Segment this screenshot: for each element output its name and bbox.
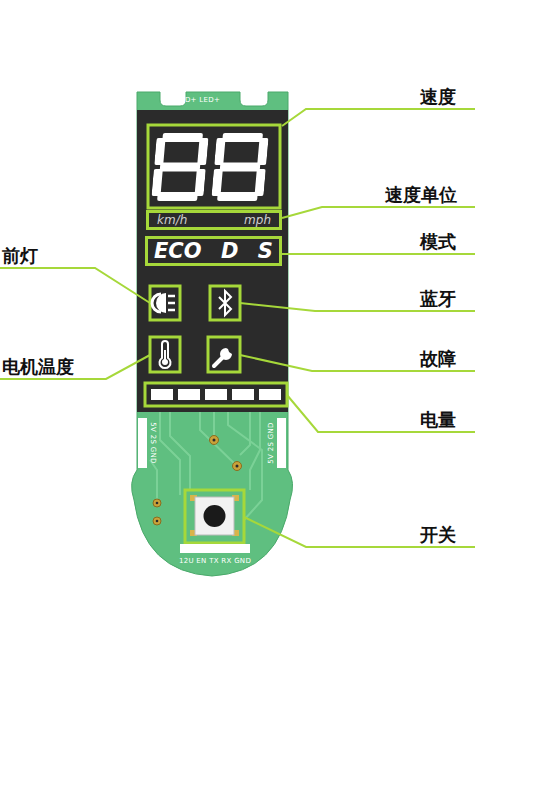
callout-label: 蓝牙 [420, 288, 456, 310]
callout-label: 电机温度 [2, 356, 74, 378]
callout-label: 速度 [420, 86, 456, 108]
mode-box: ECO DS [145, 236, 282, 266]
callout-label: 故障 [420, 348, 456, 370]
callout-label: 模式 [420, 231, 456, 253]
pin-label: 12U EN TX RX GND [179, 557, 251, 565]
pin-label: 5V 2S GND [267, 422, 275, 463]
display-text: S [258, 241, 273, 262]
display-text: D [221, 241, 238, 262]
callout-label: 开关 [420, 524, 456, 546]
display-text: ECO [154, 241, 202, 262]
pin-label: LED+ LED+ [176, 96, 220, 104]
callout-label: 前灯 [2, 245, 38, 267]
callout-label: 速度单位 [385, 184, 457, 206]
pin-label: 5V 2S GND [149, 422, 157, 463]
display-text: km/h [157, 214, 187, 226]
display-text: mph [244, 214, 271, 226]
callout-label: 电量 [420, 409, 456, 431]
speed-unit-box: km/h mph [146, 210, 282, 230]
